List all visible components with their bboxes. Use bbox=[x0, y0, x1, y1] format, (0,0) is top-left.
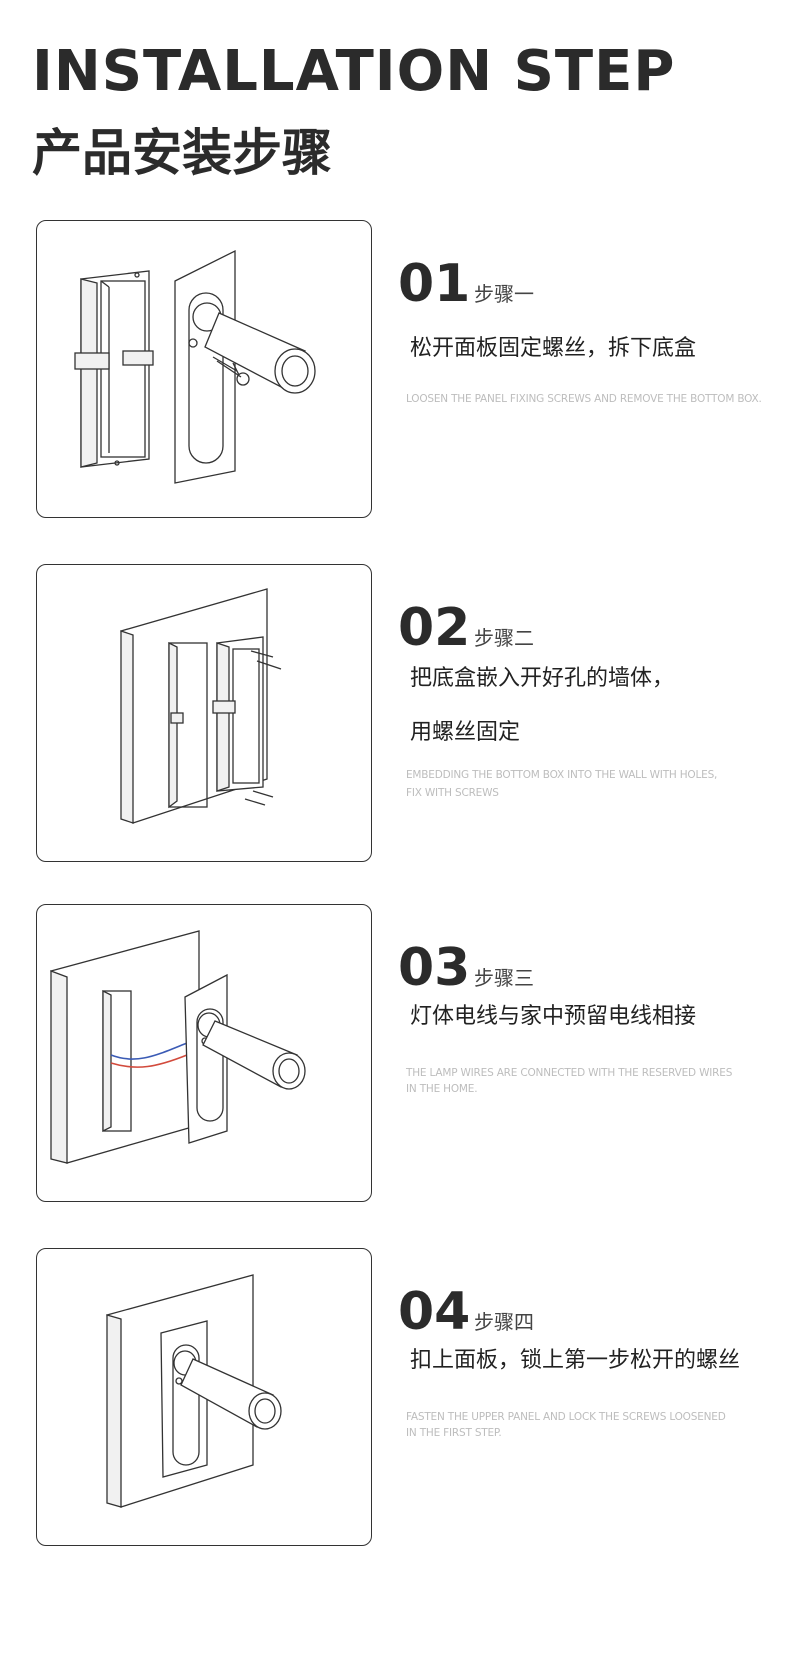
step-2-en-line-2: FIX WITH SCREWS bbox=[406, 787, 499, 799]
step-2: 02 步骤二 把底盒嵌入开好孔的墙体， 用螺丝固定 EMBEDDING THE … bbox=[0, 564, 790, 864]
step-2-illustration bbox=[36, 564, 372, 862]
page-title-cn: 产品安装步骤 bbox=[32, 124, 332, 182]
lamp-panel-icon bbox=[160, 1320, 282, 1478]
step-3-illustration bbox=[36, 904, 372, 1202]
step-3-label: 步骤三 bbox=[474, 966, 534, 990]
step-4-en-line-2: IN THE FIRST STEP. bbox=[406, 1427, 502, 1439]
step-1-en: LOOSEN THE PANEL FIXING SCREWS AND REMOV… bbox=[406, 393, 762, 405]
step-3-en-line-1: THE LAMP WIRES ARE CONNECTED WITH THE RE… bbox=[406, 1067, 733, 1079]
step-2-label: 步骤二 bbox=[474, 626, 534, 650]
step-1: 01 步骤一 松开面板固定螺丝，拆下底盒 LOOSEN THE PANEL FI… bbox=[0, 220, 790, 520]
step-2-desc-line-2: 用螺丝固定 bbox=[410, 720, 521, 745]
step-4-label: 步骤四 bbox=[474, 1310, 534, 1334]
page-title-en: INSTALLATION STEP bbox=[32, 39, 676, 104]
step-2-en-line-1: EMBEDDING THE BOTTOM BOX INTO THE WALL W… bbox=[406, 769, 718, 781]
step-4-en-line-1: FASTEN THE UPPER PANEL AND LOCK THE SCRE… bbox=[406, 1411, 726, 1423]
step-1-desc: 松开面板固定螺丝，拆下底盒 bbox=[410, 336, 697, 361]
lamp-panel-icon bbox=[174, 249, 316, 484]
step-2-desc-line-1: 把底盒嵌入开好孔的墙体， bbox=[410, 666, 675, 691]
step-1-illustration bbox=[36, 220, 372, 518]
step-4-number: 04 bbox=[398, 1282, 471, 1342]
lamp-panel-icon bbox=[184, 973, 306, 1144]
step-3-number: 03 bbox=[398, 938, 471, 998]
step-3-en-line-2: IN THE HOME. bbox=[406, 1083, 478, 1095]
bottom-box-icon bbox=[212, 636, 282, 806]
step-1-label: 步骤一 bbox=[474, 282, 534, 306]
bottom-box-icon bbox=[74, 270, 154, 468]
step-3: 03 步骤三 灯体电线与家中预留电线相接 THE LAMP WIRES ARE … bbox=[0, 904, 790, 1204]
step-3-desc: 灯体电线与家中预留电线相接 bbox=[410, 1004, 697, 1029]
step-1-number: 01 bbox=[398, 254, 471, 314]
step-4: 04 步骤四 扣上面板，锁上第一步松开的螺丝 FASTEN THE UPPER … bbox=[0, 1248, 790, 1548]
wall-icon bbox=[50, 930, 200, 1164]
step-4-illustration bbox=[36, 1248, 372, 1546]
wire-icon bbox=[110, 1042, 188, 1068]
step-2-number: 02 bbox=[398, 598, 471, 658]
step-4-desc: 扣上面板，锁上第一步松开的螺丝 bbox=[410, 1348, 741, 1373]
